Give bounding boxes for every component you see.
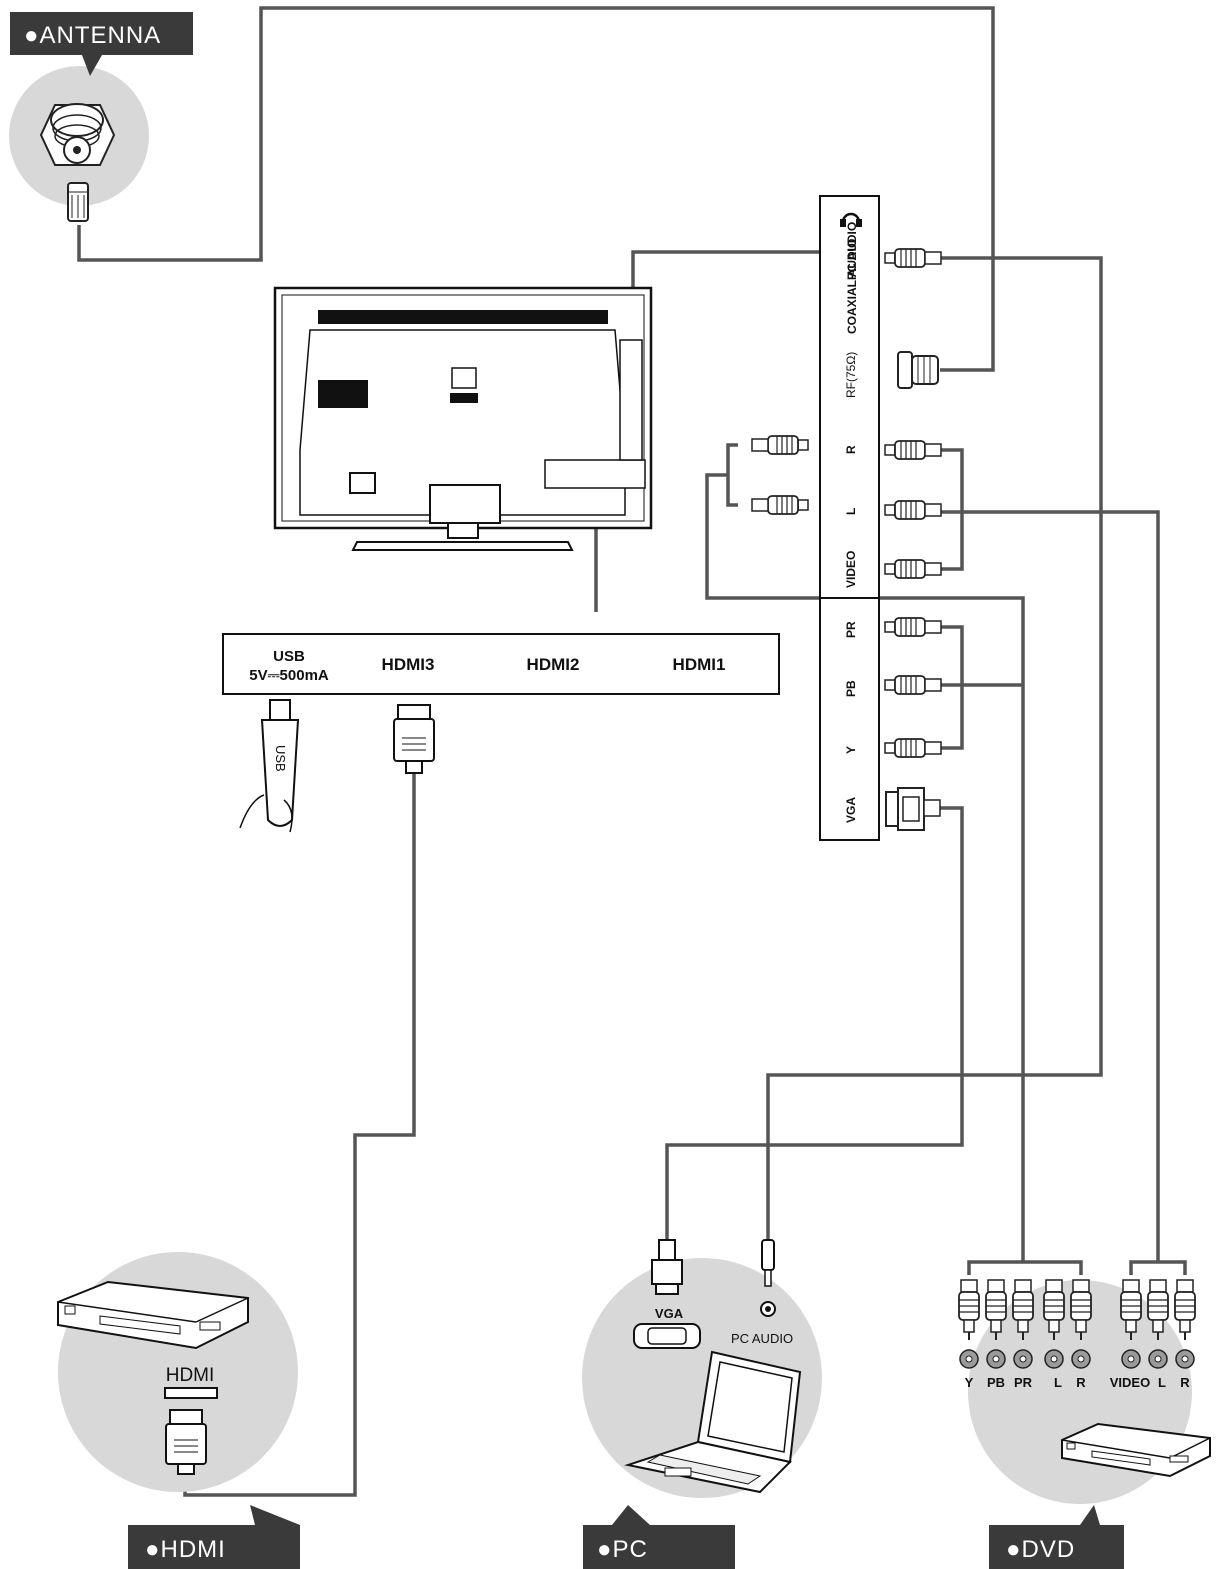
tv-back-icon bbox=[273, 286, 653, 551]
vga-cable bbox=[665, 806, 964, 1240]
jack-icon bbox=[1148, 1349, 1168, 1369]
hdmi-device-section: HDMI ●HDMI bbox=[57, 1252, 300, 1569]
port-label-vga: VGA bbox=[844, 797, 858, 823]
dvd-jack-label: L bbox=[1054, 1375, 1062, 1390]
port-label-pc-audio: PC AUDIO bbox=[845, 222, 859, 280]
av-split bbox=[1129, 1260, 1187, 1275]
rca-plug-icon bbox=[884, 675, 942, 695]
hdmi-player-label: HDMI bbox=[166, 1365, 215, 1386]
dvd-jack-label: PB bbox=[987, 1375, 1005, 1390]
rca-plug-icon bbox=[884, 440, 942, 460]
audio-plug-icon bbox=[761, 1239, 775, 1287]
usb-stick-label: USB bbox=[273, 745, 288, 772]
usb-port-rating: 5V⎓500mA bbox=[249, 667, 329, 684]
vga-plug-icon bbox=[651, 1239, 683, 1295]
jack-icon bbox=[1013, 1349, 1033, 1369]
jack-icon bbox=[1071, 1349, 1091, 1369]
usb-port-label: USB bbox=[273, 648, 305, 665]
hdmi-plug-icon bbox=[393, 704, 435, 774]
rca-plug-icon bbox=[958, 1279, 980, 1341]
side-panel: PC AUDIO COAXIAL AUDIO RF(75Ω) R L VIDEO… bbox=[819, 195, 880, 841]
port-label-video: VIDEO bbox=[844, 551, 858, 588]
jack-icon bbox=[959, 1349, 979, 1369]
dvd-jack-label: VIDEO bbox=[1110, 1375, 1150, 1390]
dvd-player-icon bbox=[1061, 1422, 1211, 1478]
rca-plug-icon bbox=[1174, 1279, 1196, 1341]
hdmi3-port-label: HDMI3 bbox=[382, 655, 435, 674]
panel-plugs bbox=[751, 248, 942, 831]
dvd-jack-label: R bbox=[1076, 1375, 1086, 1390]
usb-stick-icon: USB bbox=[239, 699, 300, 833]
audio-out-cable bbox=[726, 443, 738, 507]
rca-plug-icon bbox=[884, 738, 942, 758]
jack-icon bbox=[1175, 1349, 1195, 1369]
rca-plug-icon bbox=[884, 559, 942, 579]
jack-icon bbox=[1121, 1349, 1141, 1369]
tv-side-cable bbox=[631, 250, 820, 340]
port-label-l: L bbox=[844, 508, 858, 515]
port-label-rf: RF(75Ω) bbox=[844, 352, 858, 398]
hdmi2-port-label: HDMI2 bbox=[527, 655, 580, 674]
audio-out-loop bbox=[705, 473, 1025, 1262]
av-bracket bbox=[940, 448, 964, 571]
pc-vga-label: VGA bbox=[655, 1306, 684, 1321]
jack-icon bbox=[1044, 1349, 1064, 1369]
rca-plug-icon bbox=[751, 495, 809, 515]
rf-plug-icon bbox=[897, 351, 939, 389]
hdmi-tag-text: ●HDMI bbox=[145, 1536, 226, 1563]
bottom-connector-bar: USB 5V⎓500mA HDMI3 HDMI2 HDMI1 bbox=[222, 633, 780, 695]
cables bbox=[77, 6, 1187, 1497]
port-label-r: R bbox=[844, 445, 858, 454]
port-label-coaxial-audio: COAXIAL AUDIO bbox=[845, 239, 859, 334]
dvd-player-icon bbox=[57, 1280, 249, 1350]
dvd-jack-label: PR bbox=[1014, 1375, 1033, 1390]
dvd-jack-label: R bbox=[1180, 1375, 1190, 1390]
pc-section: VGA PC AUDIO ●PC bbox=[582, 1239, 822, 1569]
antenna-tag-text: ●ANTENNA bbox=[24, 22, 161, 49]
antenna-section: ●ANTENNA bbox=[9, 12, 193, 222]
pc-tag-text: ●PC bbox=[597, 1536, 648, 1563]
port-label-pb: PB bbox=[844, 680, 858, 697]
dvd-section: Y PB PR L R VIDEO L R ●DVD bbox=[958, 1279, 1211, 1569]
antenna-cable bbox=[77, 6, 995, 372]
pc-audio-cable bbox=[766, 256, 1103, 1240]
pc-audio-label: PC AUDIO bbox=[731, 1331, 793, 1346]
laptop-icon bbox=[624, 1350, 802, 1494]
port-label-y: Y bbox=[844, 746, 858, 754]
jack-icon bbox=[986, 1349, 1006, 1369]
hdmi1-port-label: HDMI1 bbox=[673, 655, 726, 674]
rca-plug-icon bbox=[884, 617, 942, 637]
component-bracket bbox=[940, 625, 964, 750]
dvd-tag-text: ●DVD bbox=[1006, 1536, 1075, 1563]
dvd-left-split bbox=[967, 1260, 1083, 1275]
av-cable bbox=[940, 510, 1160, 1262]
rca-plug-icon bbox=[884, 248, 942, 268]
dvd-tag bbox=[989, 1525, 1124, 1569]
rca-plug-icon bbox=[751, 435, 809, 455]
pc-tag bbox=[583, 1525, 735, 1569]
port-label-pr: PR bbox=[844, 621, 858, 638]
antenna-tag bbox=[10, 12, 193, 55]
dvd-jack-label: Y bbox=[965, 1375, 974, 1390]
dvd-jack-label: L bbox=[1158, 1375, 1166, 1390]
headphone-icon bbox=[840, 212, 862, 227]
hdmi-plug-icon bbox=[165, 1409, 207, 1475]
antenna-connector-icon bbox=[39, 103, 116, 222]
rca-plug-icon bbox=[884, 500, 942, 520]
hdmi-tag bbox=[128, 1525, 300, 1569]
vga-plug-icon bbox=[885, 787, 941, 831]
